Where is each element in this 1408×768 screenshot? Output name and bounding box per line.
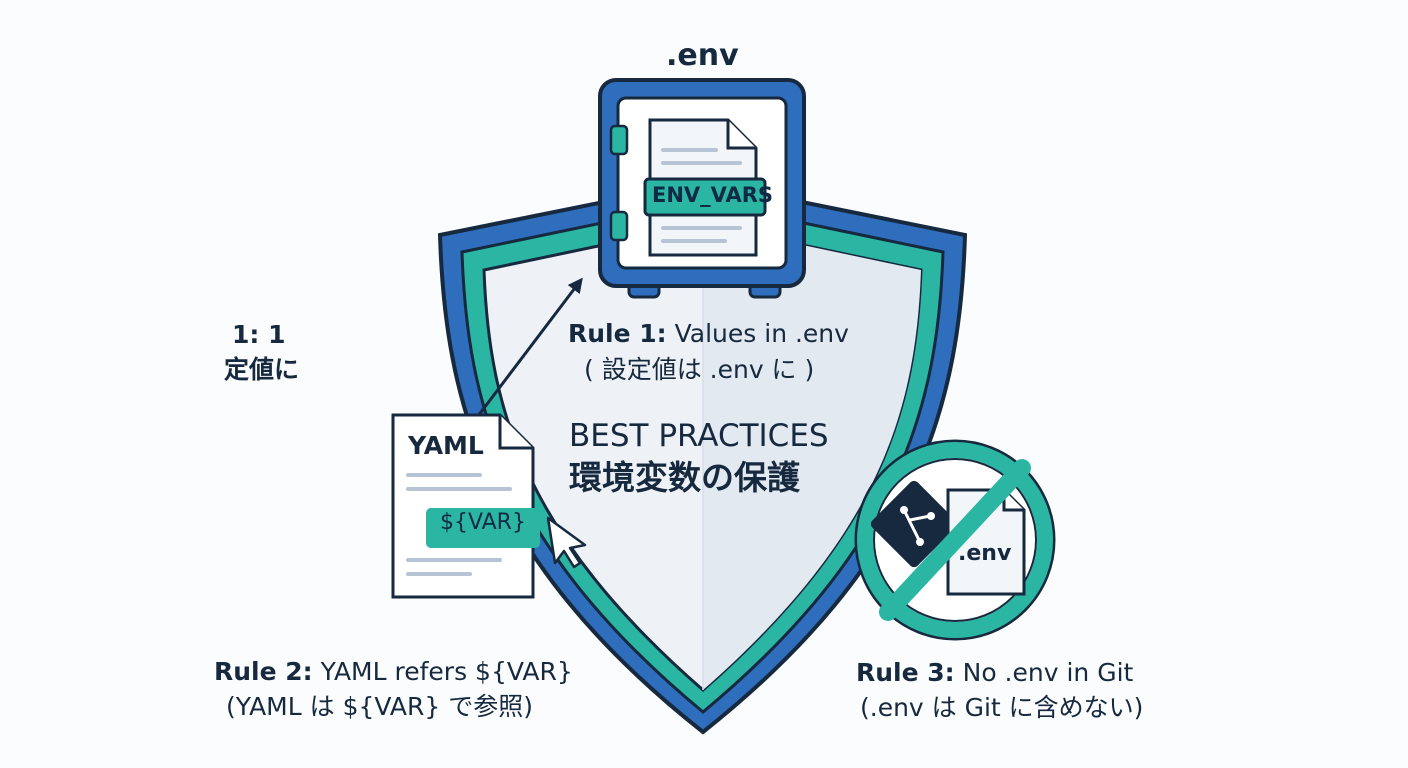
var-tag: ${VAR}: [440, 510, 526, 535]
yaml-doc-title: YAML: [408, 431, 484, 460]
rule2-text: YAML refers ${VAR}: [312, 657, 573, 686]
side-note-line2: 定値に: [224, 355, 300, 384]
yaml-document-icon: [391, 413, 540, 599]
rule2-text-ja: (YAML は ${VAR} で参照): [226, 692, 533, 721]
env-vars-tag: ENV_VARS: [652, 183, 774, 207]
arrow-icon: [476, 277, 583, 417]
rule3-text: No .env in Git: [954, 658, 1134, 687]
safe-title: .env: [666, 38, 739, 73]
rule2-heading: Rule 2: YAML refers ${VAR}: [214, 657, 573, 687]
git-icon: [870, 480, 958, 568]
center-title-ja: 環境変数の保護: [569, 458, 800, 497]
git-env-label: .env: [958, 541, 1012, 566]
rule1-text: Values in .env: [666, 319, 849, 348]
rule1-text-ja: ( 設定値は .env に ): [584, 355, 815, 384]
rule2-label: Rule 2:: [214, 657, 313, 686]
rule1-heading: Rule 1: Values in .env: [568, 319, 849, 349]
shield-icon: [437, 179, 968, 735]
center-title-en: BEST PRACTICES: [569, 418, 829, 454]
rule1-label: Rule 1:: [568, 319, 667, 348]
prohibited-slash: [879, 459, 1031, 621]
document-icon: [643, 118, 767, 257]
rule3-heading: Rule 3: No .env in Git: [856, 658, 1133, 688]
cursor-icon: [546, 516, 587, 569]
rule3-label: Rule 3:: [856, 658, 955, 687]
rule3-text-ja: (.env は Git に含めない): [860, 693, 1144, 722]
side-note-line1: 1: 1: [232, 320, 286, 349]
